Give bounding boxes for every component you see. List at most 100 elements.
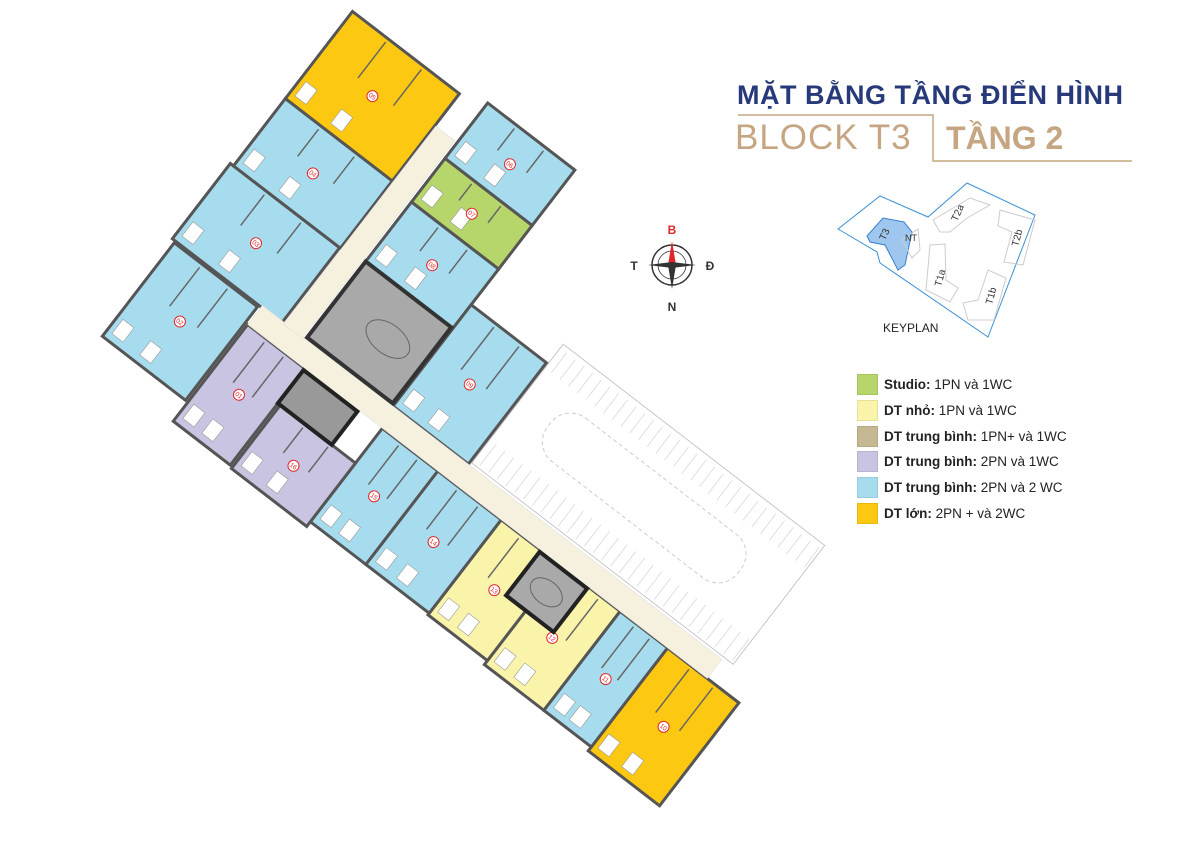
title-rule [738, 114, 1132, 162]
unit-number-badge [232, 388, 245, 401]
unit-number-badge [287, 459, 300, 472]
keyplan-t2a [932, 197, 992, 233]
compass: B N T Đ [630, 223, 714, 314]
elevator-core [275, 367, 361, 448]
legend-desc: 2PN và 1WC [976, 454, 1059, 470]
compass-south: N [668, 300, 677, 314]
compass-east: Đ [706, 259, 715, 273]
parking-stall-line [751, 507, 768, 528]
keyplan-label-t2b: T2b [1010, 228, 1025, 248]
legend-swatch [857, 502, 878, 524]
parking-stall-line [505, 464, 523, 486]
bed-icon [621, 751, 645, 776]
parking-stall-line [627, 558, 645, 580]
legend-desc: 1PN và 1WC [930, 377, 1013, 393]
keyplan-label: KEYPLAN [883, 321, 939, 335]
unit-05[interactable]: 05 [283, 9, 462, 184]
unit-07[interactable]: 07 [409, 156, 535, 272]
legend-name: DT nhỏ: [884, 403, 935, 419]
legend-desc: 1PN+ và 1WC [976, 428, 1067, 444]
bed-icon [457, 612, 480, 637]
parking-area [471, 343, 826, 665]
parking-stall-line [707, 473, 724, 494]
parking-stall-line [559, 359, 576, 380]
bed-icon [396, 563, 420, 587]
unit-number-badge [546, 631, 559, 644]
bed-icon [597, 733, 621, 758]
unit-number: 08 [427, 261, 437, 271]
unit-number-badge [250, 237, 263, 250]
parking-stall-line [629, 413, 646, 434]
legend-desc: 2PN + và 2WC [931, 505, 1026, 521]
keyplan: T3 NT T2a T1a T2b T1b [837, 182, 1036, 338]
unit-number: 04 [307, 169, 317, 179]
unit-number-badge [173, 315, 186, 328]
parking-stall-line [760, 513, 776, 535]
legend-item-small: DT nhỏ: 1PN và 1WC [857, 398, 1067, 424]
unit-12[interactable]: 12 [482, 563, 623, 713]
parking-stall-line [714, 625, 732, 647]
parking-stall-line [777, 527, 794, 548]
parking-stall-line [681, 453, 698, 474]
unit-number-badge [426, 259, 439, 272]
unit-number: 05 [367, 92, 377, 102]
bed-icon [553, 692, 576, 717]
legend-swatch [857, 374, 878, 396]
branch-corridor [282, 125, 456, 340]
keyplan-label-t3: T3 [878, 227, 893, 243]
parking-stall-line [549, 497, 567, 520]
unit-11[interactable]: 11 [541, 609, 670, 750]
unit-number: 12 [547, 634, 557, 644]
compass-north: B [668, 223, 677, 237]
parking-stall-line [558, 504, 576, 527]
unit-02[interactable]: 02 [100, 240, 260, 403]
unit-number: 16 [288, 462, 298, 472]
parking-stall-line [619, 551, 637, 574]
unit-number-badge [503, 158, 516, 171]
legend-item-medium-1pn: DT trung bình: 1PN+ và 1WC [857, 423, 1067, 449]
unit-number-badge [465, 207, 478, 220]
bed-icon [242, 148, 266, 173]
unit-06[interactable]: 06 [442, 100, 577, 228]
parking-stall-line [734, 493, 750, 514]
legend-desc: 2PN và 2 WC [976, 480, 1063, 496]
parking-stall-line [575, 517, 593, 540]
bed-icon [330, 108, 354, 133]
parking-stall-line [585, 379, 602, 400]
keyplan-t1b [962, 269, 1007, 321]
parking-stall-line [723, 631, 741, 654]
bed-icon [483, 163, 507, 188]
legend-name: DT trung bình: [884, 454, 977, 470]
unit-number-badge [427, 536, 440, 549]
unit-08[interactable]: 08 [363, 199, 501, 331]
compass-west: T [630, 259, 638, 273]
parking-stall-line [636, 564, 654, 587]
unit-number-badge [488, 584, 501, 597]
keyplan-label-t1a: T1a [933, 268, 948, 288]
legend-item-medium-2pn-1wc: DT trung bình: 2PN và 1WC [857, 449, 1067, 475]
parking-stall-line [688, 604, 706, 627]
unit-number: 10 [658, 723, 668, 733]
parking-stall-line [577, 372, 593, 394]
page-title: MẶT BẰNG TẦNG ĐIỂN HÌNH [737, 80, 1124, 110]
parking-stall-line [638, 419, 654, 441]
parking-stall-line [497, 457, 515, 480]
bed-icon [420, 184, 444, 209]
parking-stall-line [697, 611, 715, 634]
unit-16[interactable]: 16 [229, 403, 358, 529]
unit-number-badge [463, 378, 476, 391]
legend-swatch [857, 451, 878, 473]
parking-stall-line [645, 571, 663, 594]
stair-core-north [304, 258, 455, 407]
unit-number: 06 [504, 160, 514, 170]
legend-swatch [857, 477, 878, 499]
unit-number-badge [366, 90, 379, 103]
bed-icon [111, 318, 135, 343]
legend-desc: 1PN và 1WC [934, 403, 1017, 419]
parking-stall-line [488, 450, 506, 473]
parking-stall-line [716, 480, 733, 501]
parking-stall-line [725, 487, 742, 508]
legend-item-large: DT lớn: 2PN + và 2WC [857, 500, 1067, 526]
